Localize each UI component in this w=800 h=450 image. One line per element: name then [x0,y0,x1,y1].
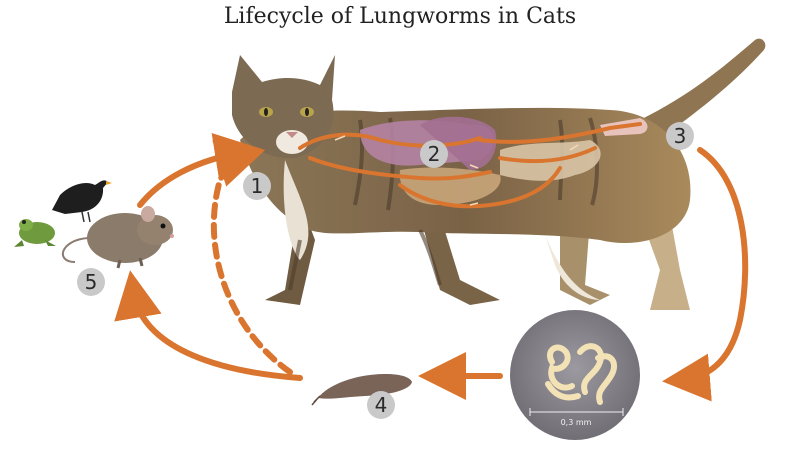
bird-illustration [52,180,112,222]
arrow-5-to-cat [140,152,245,205]
larva-magnified-view: 0,3 mm [510,310,640,440]
slug-illustration [312,374,412,405]
scale-bar-label: 0,3 mm [561,418,592,427]
stage-badge-4: 4 [367,391,395,419]
arrow-slug-to-5 [133,288,300,378]
mouse-illustration [63,206,174,268]
stage-badge-1: 1 [243,172,271,200]
stage-badge-3: 3 [666,122,694,150]
stage-badge-2: 2 [420,140,448,168]
frog-illustration [14,219,56,247]
stage-number-5: 5 [85,270,98,294]
cat-illustration [232,39,765,310]
stage-number-1: 1 [251,174,264,198]
stage-badge-5: 5 [77,268,105,296]
stage-number-4: 4 [375,393,388,417]
stage-number-2: 2 [428,142,441,166]
stage-number-3: 3 [674,124,687,148]
